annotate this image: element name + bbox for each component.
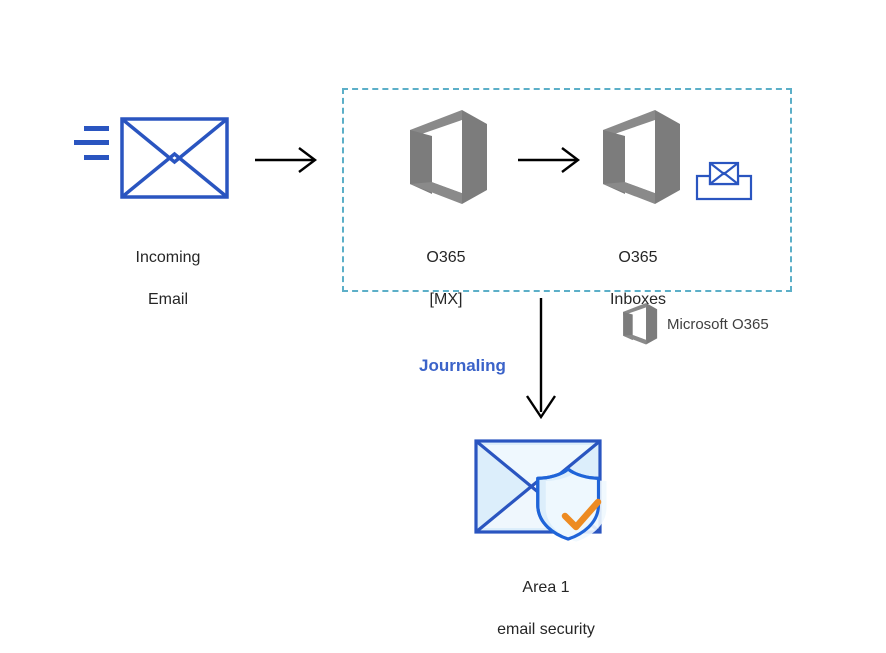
label-area1-line2: email security <box>497 621 595 638</box>
label-incoming-email-line1: Incoming <box>135 249 201 266</box>
label-area1-email-security: Area 1 email security <box>466 556 626 653</box>
envelope-with-motion-lines-icon <box>74 117 229 199</box>
edge-label-journaling: Journaling <box>419 356 506 375</box>
label-incoming-email-line2: Email <box>147 291 188 308</box>
o365-boundary-region <box>342 88 792 292</box>
node-area1-email-security <box>472 436 628 546</box>
node-o365-mx <box>404 110 488 205</box>
arrow-mx-to-inboxes <box>518 145 583 175</box>
legend-microsoft-o365: Microsoft O365 <box>620 303 769 345</box>
envelope-with-shield-check-icon <box>474 439 607 542</box>
legend-label-microsoft-o365: Microsoft O365 <box>667 315 769 333</box>
label-o365-inboxes-line2: Inboxes <box>609 291 667 308</box>
node-incoming-email <box>74 117 230 210</box>
label-o365-mx-line1: O365 <box>426 249 466 266</box>
label-o365-mx: O365 [MX] <box>366 226 526 331</box>
label-area1-line1: Area 1 <box>522 579 570 596</box>
node-o365-inboxes <box>597 110 681 205</box>
office-365-logo-icon <box>623 303 658 345</box>
label-o365-inboxes: O365 Inboxes <box>558 226 718 331</box>
office-365-logo-icon <box>410 110 487 204</box>
label-incoming-email: Incoming Email <box>88 226 248 331</box>
label-o365-inboxes-line1: O365 <box>618 249 658 266</box>
label-o365-mx-line2: [MX] <box>429 291 463 308</box>
node-inbox-tray-badge <box>694 160 754 202</box>
arrow-inboxes-to-area1 <box>520 298 564 422</box>
inbox-tray-envelope-icon <box>695 161 753 201</box>
arrow-incoming-to-mx <box>255 145 320 175</box>
office-365-logo-icon <box>603 110 680 204</box>
